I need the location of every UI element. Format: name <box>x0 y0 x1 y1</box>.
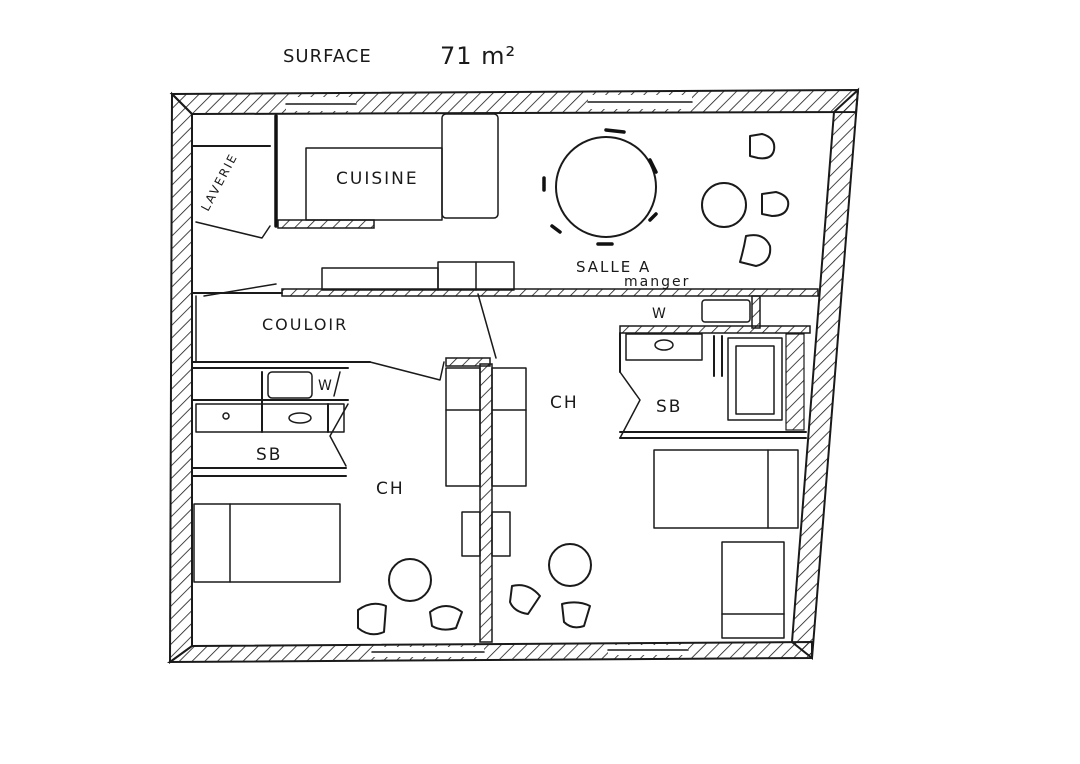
left-bathroom-fixtures <box>195 371 345 433</box>
left-bed <box>193 503 341 583</box>
wall-left <box>168 91 193 664</box>
bedroom-divider-hatch <box>479 363 493 643</box>
room-label-sb-right: SB <box>656 397 682 417</box>
bedroom-furniture <box>193 367 799 639</box>
chair-icon <box>749 133 776 160</box>
surface-header: SURFACE 71 m² <box>283 42 516 70</box>
cuisine-wall-hatch <box>277 219 375 229</box>
right-bathroom-fixtures <box>625 299 805 431</box>
wall-top <box>169 88 860 116</box>
dining-set <box>542 128 790 267</box>
room-label-w-left: W <box>318 378 334 394</box>
outer-walls <box>166 87 860 664</box>
chair-icon <box>561 601 591 629</box>
interior-walls <box>191 114 819 643</box>
room-label-couloir: COULOIR <box>262 315 348 334</box>
chair-icon <box>761 191 790 217</box>
kitchen-furniture <box>305 113 515 291</box>
wall-bottom <box>166 640 813 664</box>
surface-value: 71 m² <box>440 42 516 70</box>
chair-icon <box>509 584 541 615</box>
room-label-manger: manger <box>624 274 690 290</box>
room-label-w-right: W <box>652 306 668 322</box>
room-label-laverie: LAVERIE <box>198 151 240 214</box>
chair-icon <box>429 605 463 631</box>
dining-table <box>555 136 657 238</box>
room-label-cuisine: CUISINE <box>336 169 419 189</box>
wall-right <box>790 87 860 660</box>
right-bed <box>653 449 799 529</box>
surface-label: SURFACE <box>283 46 372 67</box>
room-labels: LAVERIE CUISINE SALLE A manger COULOIR W… <box>198 151 690 499</box>
room-label-sb-left: SB <box>256 445 282 465</box>
room-label-salle: SALLE A <box>576 258 651 276</box>
room-label-ch-right: CH <box>550 393 579 413</box>
chair-icon <box>357 602 387 636</box>
room-label-ch-left: CH <box>376 479 405 499</box>
chair-icon <box>739 234 772 267</box>
